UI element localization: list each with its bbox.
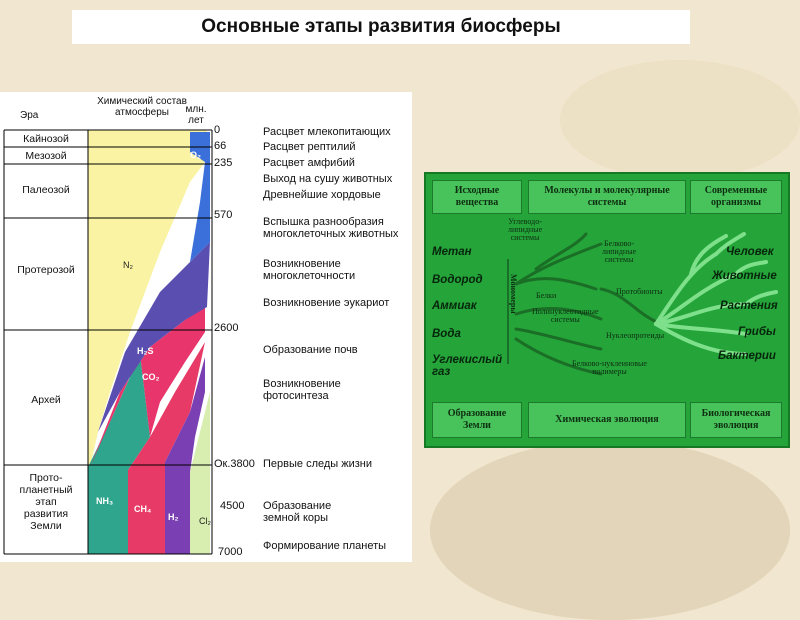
chemical-evolution-diagram: Исходные вещества Молекулы и молекулярны… — [424, 172, 790, 448]
era-header: Эра — [20, 110, 39, 121]
gas-h2-label: H₂ — [168, 512, 179, 522]
footer-chemical-evolution: Химическая эволюция — [528, 402, 686, 438]
event-label: Первые следы жизни — [263, 458, 373, 470]
tick-label: 0 — [214, 124, 221, 136]
tick-label: 4500 — [220, 500, 245, 512]
event-label: Образование земной коры — [263, 500, 332, 524]
atmosphere-header: Химический состав атмосферы — [97, 96, 187, 118]
event-label: Выход на сушу животных — [263, 173, 393, 185]
organism-item: Растения — [720, 300, 778, 312]
organism-item: Бактерии — [718, 350, 776, 362]
tick-label: 2600 — [214, 322, 239, 334]
source-item: Аммиак — [432, 300, 477, 312]
source-item: Углекислый газ — [432, 354, 503, 378]
source-item: Водород — [432, 274, 483, 286]
co2-layer — [90, 307, 205, 467]
tick-label: 235 — [214, 157, 233, 169]
monomers-label: Мономеры — [509, 274, 518, 314]
era-archean: Архей — [31, 394, 61, 406]
cl2-layer — [190, 392, 210, 554]
organism-item: Человек — [726, 246, 774, 258]
event-label: Расцвет млекопитающих — [263, 126, 391, 138]
background-decoration — [430, 440, 790, 620]
tick-label: 66 — [214, 140, 227, 152]
event-label: Возникновение многоклеточности — [263, 258, 356, 282]
gas-nh3-label: NH₃ — [96, 496, 114, 506]
biosphere-timeline-chart: Эра Химический состав атмосферы млн. лет… — [0, 92, 412, 562]
n2-layer — [88, 130, 207, 467]
nh3-layer — [88, 354, 150, 554]
gas-ch4-label: CH₄ — [134, 504, 152, 514]
era-paleozoic: Палеозой — [22, 184, 70, 196]
header-source-substances: Исходные вещества — [432, 180, 522, 214]
event-label: Расцвет амфибий — [263, 157, 355, 169]
gas-n2-label: N₂ — [123, 260, 133, 270]
tick-label: 7000 — [218, 546, 243, 558]
gas-co2-label: CO₂ — [142, 372, 160, 382]
event-label: Вспышка разнообразия многоклеточных живо… — [263, 216, 399, 240]
molecule-label: Протобионты — [616, 287, 663, 296]
page-title: Основные этапы развития биосферы — [201, 16, 561, 37]
gas-o2-label: O₂ — [190, 150, 201, 160]
page-title-box: Основные этапы развития биосферы — [72, 10, 690, 44]
molecule-label: Белково- липидные системы — [602, 239, 637, 264]
era-protoplanetary: Прото- планетный этап развития Земли — [19, 472, 73, 532]
molecule-label: Белково-нуклеиновые полимеры — [572, 359, 647, 376]
molecule-label: Углеводо- липидные системы — [508, 217, 543, 242]
era-proterozoic: Протерозой — [17, 264, 75, 276]
era-mesozoic: Мезозой — [25, 150, 67, 162]
molecule-label: Белки — [536, 291, 557, 300]
h2-layer — [165, 357, 205, 554]
tick-label: Ок.3800 — [214, 458, 255, 470]
gas-h2s-label: H₂S — [137, 346, 154, 356]
molecule-label: Полинуклеотидные системы — [532, 307, 599, 324]
time-header: млн. лет — [185, 104, 207, 126]
molecule-label: Нуклеопротеиды — [606, 331, 665, 340]
tick-label: 570 — [214, 209, 233, 221]
event-label: Расцвет рептилий — [263, 141, 356, 153]
event-label: Образование почв — [263, 344, 358, 356]
event-label: Возникновение фотосинтеза — [263, 378, 341, 402]
timeline-svg — [3, 129, 213, 555]
footer-earth-formation: Образование Земли — [432, 402, 522, 438]
organism-item: Грибы — [738, 326, 776, 338]
background-decoration — [560, 60, 800, 180]
organism-item: Животные — [712, 270, 777, 282]
source-item: Метан — [432, 246, 472, 258]
header-molecules: Молекулы и молекулярные системы — [528, 180, 686, 214]
h2s-layer — [98, 242, 210, 432]
footer-biological-evolution: Биологическая эволюция — [690, 402, 782, 438]
gas-cl2-label: Cl₂ — [199, 516, 211, 526]
event-label: Древнейшие хордовые — [263, 189, 381, 201]
evolution-tree-svg — [507, 232, 778, 376]
event-label: Возникновение эукариот — [263, 297, 390, 309]
header-modern-organisms: Современные организмы — [690, 180, 782, 214]
event-label: Формирование планеты — [263, 540, 387, 552]
source-item: Вода — [432, 328, 461, 340]
era-cenozoic: Кайнозой — [23, 133, 69, 145]
ch4-layer — [128, 342, 205, 554]
